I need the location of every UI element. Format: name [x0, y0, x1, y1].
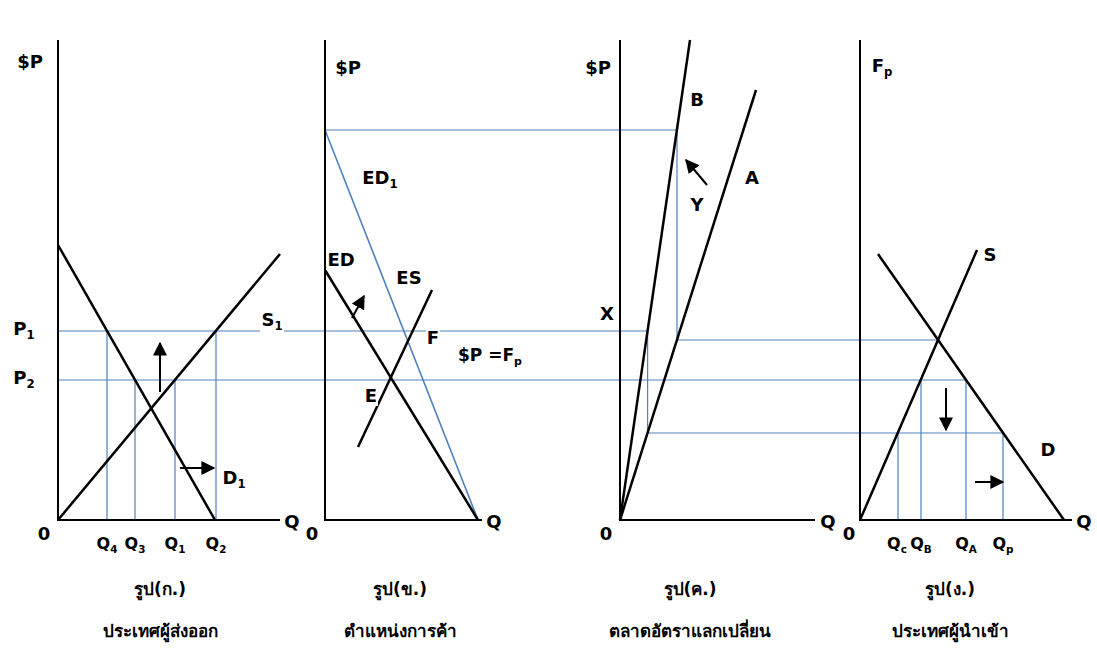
shift-arrows [160, 160, 1003, 482]
quantity-label: Q1 [164, 535, 187, 556]
price-label: P1 [12, 319, 35, 343]
axis-title: Q [485, 512, 502, 533]
panel-caption: ประเทศผู้นำเข้า [891, 622, 1010, 642]
curve-label: ES [395, 268, 422, 289]
quantity-label: QA [954, 535, 978, 556]
curve-label: A [744, 168, 760, 189]
panel-caption: รูป(ก.) [133, 580, 187, 600]
origin-label: 0 [842, 524, 857, 545]
curve-label: D1 [221, 468, 246, 492]
curve-label: ED1 [361, 168, 398, 192]
axis-title: $P [334, 58, 362, 79]
axis-title: $P [584, 58, 612, 79]
point-label: F [426, 328, 440, 349]
axis-title: Q [819, 512, 836, 533]
panel-caption: รูป(ง.) [924, 580, 976, 600]
quantity-label: Qc [886, 535, 908, 556]
axis-title: Q [283, 512, 300, 533]
axes [58, 40, 1072, 520]
axis-title: Q [1075, 512, 1092, 533]
price-label: P2 [12, 368, 35, 392]
curve-label: D [1040, 440, 1057, 461]
point-label: X [599, 304, 615, 325]
equation-label: $P =Fp [457, 346, 523, 369]
origin-label: 0 [37, 524, 52, 545]
quantity-label: Q4 [96, 535, 119, 556]
origin-label: 0 [599, 524, 614, 545]
origin-label: 0 [305, 524, 320, 545]
axis-title: $P [16, 52, 44, 73]
panel-caption: รูป(ข.) [372, 580, 428, 600]
panel-caption: ประเทศผู้ส่งออก [102, 622, 219, 642]
curve-label: S1 [260, 310, 283, 334]
curve-label: B [689, 90, 705, 111]
curve-label: ED [326, 250, 355, 271]
curves [58, 40, 1064, 520]
point-label: E [364, 386, 378, 407]
panel-caption: ตำแหน่งการค้า [343, 622, 458, 642]
guide-lines [58, 130, 1003, 520]
point-label: Y [689, 195, 704, 216]
quantity-label: Q3 [124, 535, 147, 556]
panel-caption: ตลาดอัตราแลกเปลี่ยน [608, 622, 772, 642]
quantity-label: Qp [991, 535, 1014, 556]
axis-title: Fp [871, 56, 894, 80]
panel-caption: รูป(ค.) [663, 580, 718, 600]
quantity-label: Q2 [205, 535, 228, 556]
quantity-label: QB [909, 535, 933, 556]
curve-label: S [983, 245, 998, 266]
